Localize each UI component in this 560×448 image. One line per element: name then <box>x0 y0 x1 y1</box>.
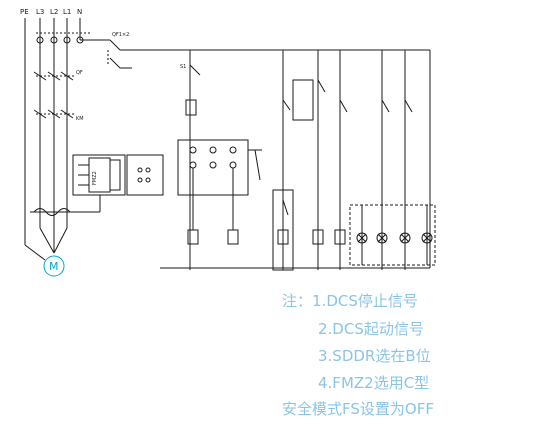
note-5: 安全模式FS设置为OFF <box>282 400 434 418</box>
lamp-icon <box>356 232 368 244</box>
motor: M <box>24 227 68 277</box>
lamp-icon <box>421 232 433 244</box>
control-circuit: S1 <box>177 50 262 270</box>
lamp-icon <box>376 232 388 244</box>
note-3: 3.SDDR选在B位 <box>318 347 431 365</box>
km-label: KM <box>76 116 84 122</box>
fmz2-module: FMZ2 <box>72 154 164 196</box>
notes-title: 注： <box>282 292 313 310</box>
supply-lines <box>24 18 81 245</box>
note-2: 2.DCS起动信号 <box>318 320 424 338</box>
motor-icon <box>43 255 65 277</box>
qf1-breaker: QF1×2 <box>80 32 430 69</box>
indicator-lamps <box>356 232 433 244</box>
qf1-label: QF1×2 <box>112 32 129 38</box>
qf-breaker: QF <box>33 70 83 81</box>
label-n: N <box>77 8 82 16</box>
signal-circuits <box>272 50 436 271</box>
svg-text:S1: S1 <box>180 64 186 70</box>
motor-label: M <box>49 260 59 273</box>
note-4: 4.FMZ2选用C型 <box>318 374 430 392</box>
label-pe: PE <box>20 8 29 16</box>
note-1: 1.DCS停止信号 <box>312 292 418 310</box>
overload-unit <box>30 195 101 216</box>
km-contactor: KM <box>33 109 84 122</box>
breaker-row-top <box>36 32 90 44</box>
qf-label: QF <box>76 70 83 76</box>
fmz2-label: FMZ2 <box>92 171 98 185</box>
notes-line-1: 注：1.DCS停止信号 <box>282 294 418 309</box>
label-l1: L1 <box>63 8 71 16</box>
label-l2: L2 <box>50 8 58 16</box>
lamp-icon <box>399 232 411 244</box>
label-l3: L3 <box>36 8 44 16</box>
